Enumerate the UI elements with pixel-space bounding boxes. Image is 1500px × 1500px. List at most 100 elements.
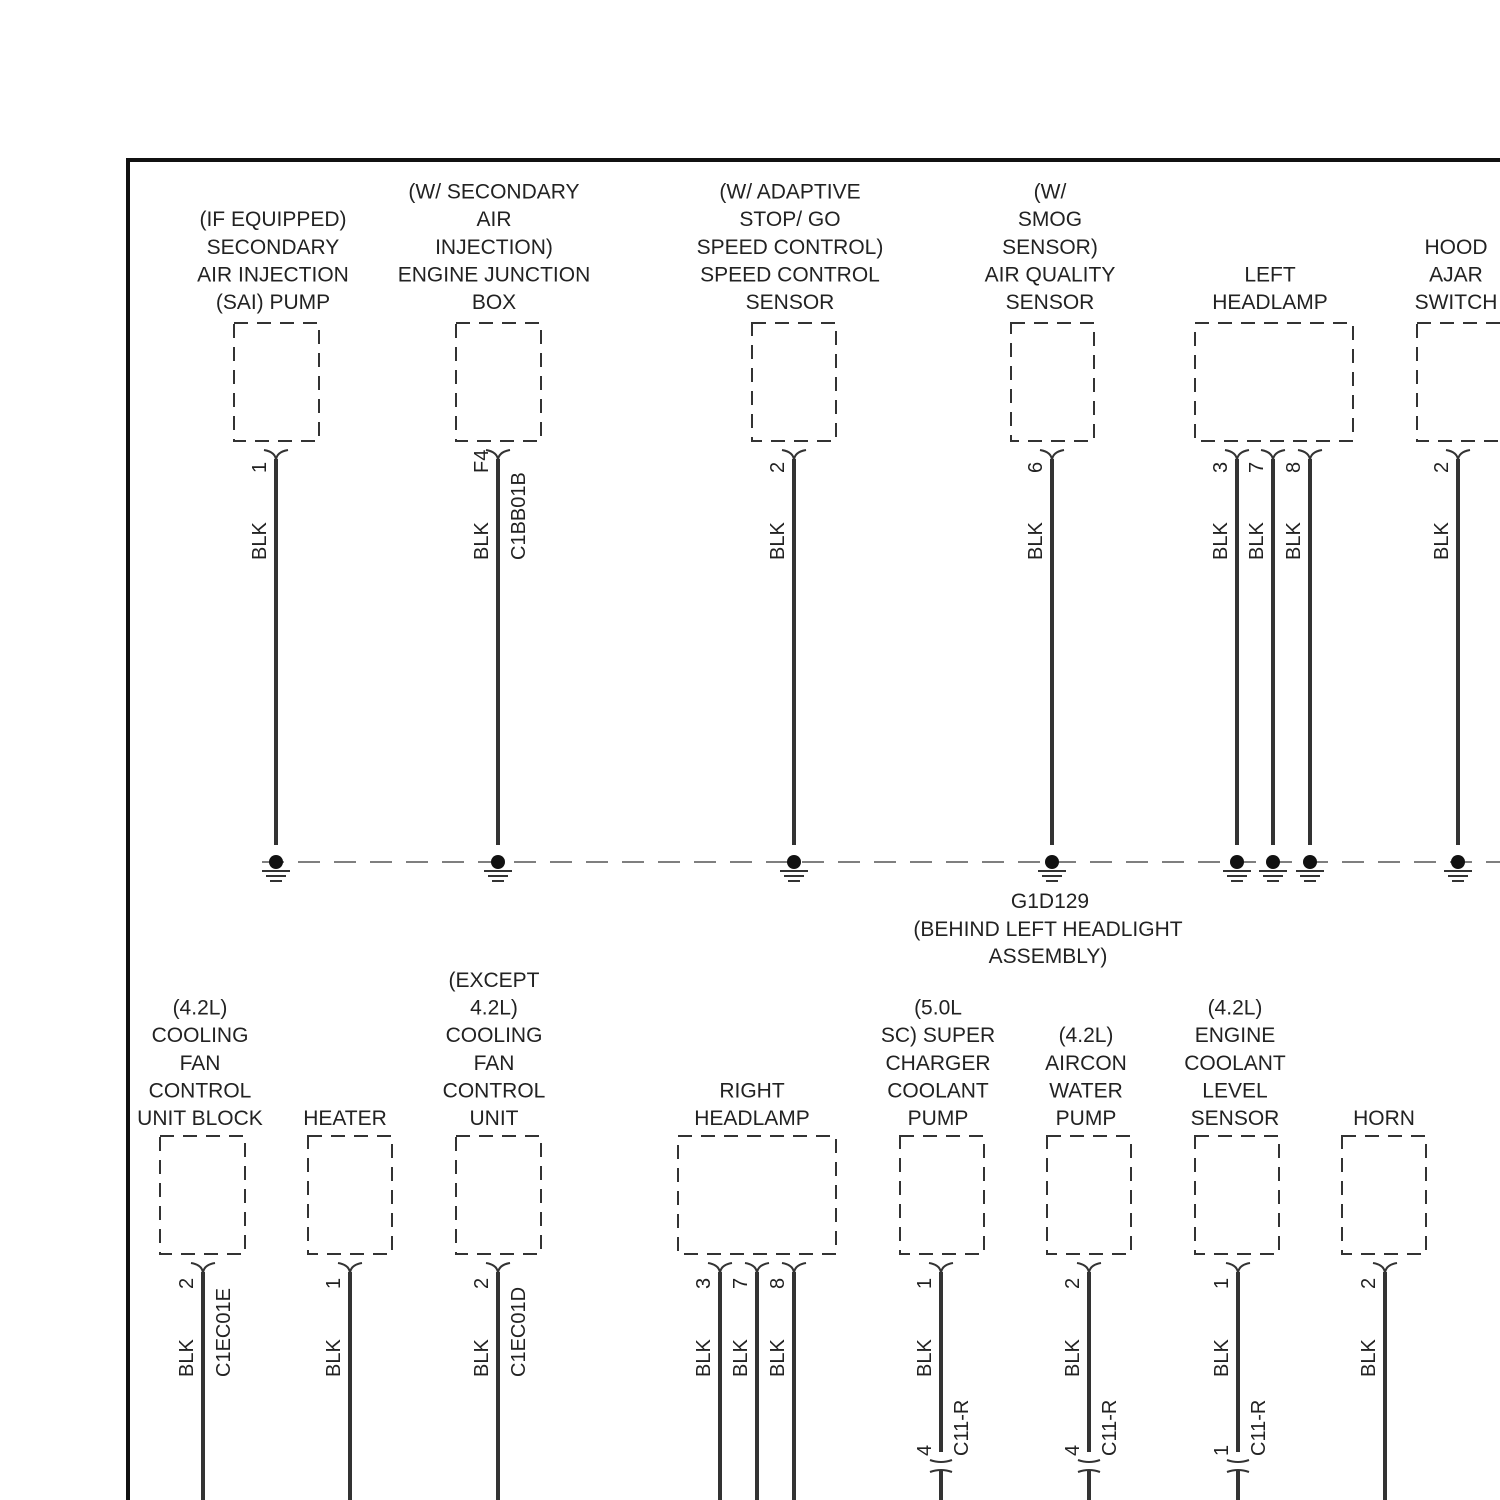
diagram-frame <box>128 160 1500 1500</box>
pin-number: 2 <box>176 1278 198 1289</box>
cooling-fan-control-unit-label-line-1: (EXCEPT <box>448 969 539 992</box>
wire-color-label: BLK <box>176 1339 198 1377</box>
wire-color-label: BLK <box>471 522 493 560</box>
sai-junction-box-label-line-5: BOX <box>472 291 516 314</box>
pin-number: 2 <box>1431 462 1453 473</box>
pin-number: 2 <box>1358 1278 1380 1289</box>
wire-color-label: BLK <box>1025 522 1047 560</box>
inline-connector-top <box>930 1460 952 1462</box>
horn-label-line-1: HORN <box>1353 1107 1415 1130</box>
inline-connector-top <box>1078 1460 1100 1462</box>
speed-control-sensor-label-line-2: STOP/ GO <box>739 208 840 231</box>
wire-color-label: BLK <box>249 522 271 560</box>
splice-dot <box>787 855 801 869</box>
sai-pump-label-line-4: (SAI) PUMP <box>216 291 330 314</box>
aircon-water-pump-label-line-3: WATER <box>1049 1079 1123 1102</box>
cooling-fan-control-unit-block-label-line-4: CONTROL <box>149 1079 252 1102</box>
wire-color-label: BLK <box>1431 522 1453 560</box>
horn-box <box>1342 1136 1426 1254</box>
wire-color-label: BLK <box>693 1339 715 1377</box>
heater-label-line-1: HEATER <box>303 1107 387 1130</box>
pin-number: F4 <box>471 450 493 473</box>
aircon-water-pump-label-line-1: (4.2L) <box>1059 1024 1114 1047</box>
splice-dot <box>1451 855 1465 869</box>
engine-coolant-level-sensor-label-line-5: SENSOR <box>1191 1107 1280 1130</box>
cooling-fan-control-unit-label-line-3: COOLING <box>446 1024 543 1047</box>
hood-ajar-switch-label-line-3: SWITCH <box>1415 291 1498 314</box>
left-headlamp-box <box>1195 323 1353 441</box>
ground-point-g1d129: G1D129 (BEHIND LEFT HEADLIGHT ASSEMBLY) <box>913 890 1182 968</box>
pin-number: 2 <box>767 462 789 473</box>
wire-color-label: BLK <box>1246 522 1268 560</box>
air-quality-sensor-box <box>1011 323 1094 441</box>
supercharger-coolant-pump-label-line-5: PUMP <box>908 1107 969 1130</box>
cooling-fan-control-unit-label-line-5: CONTROL <box>443 1079 546 1102</box>
pin-number: 6 <box>1025 462 1047 473</box>
left-headlamp-label-line-1: LEFT <box>1244 263 1296 286</box>
sai-junction-box-label-line-4: ENGINE JUNCTION <box>398 263 591 286</box>
air-quality-sensor-label-line-2: SMOG <box>1018 208 1082 231</box>
right-headlamp-label-line-2: HEADLAMP <box>694 1107 810 1130</box>
pin-number: 7 <box>730 1278 752 1289</box>
sai-junction-box-connector-label: C1BB01B <box>508 472 530 560</box>
air-quality-sensor-label-line-5: SENSOR <box>1006 291 1095 314</box>
aircon-water-pump-label-line-2: AIRCON <box>1045 1052 1127 1075</box>
supercharger-coolant-pump-box <box>900 1136 984 1254</box>
cooling-fan-control-unit-box <box>456 1136 541 1254</box>
engine-coolant-level-sensor-label-line-1: (4.2L) <box>1208 997 1263 1020</box>
cooling-fan-control-unit-block-label-line-3: FAN <box>180 1052 221 1075</box>
speed-control-sensor-box <box>752 323 836 441</box>
cooling-fan-control-unit-connector-label: C1EC01D <box>508 1287 530 1377</box>
pin-number: 2 <box>471 1278 493 1289</box>
hood-ajar-switch-box <box>1417 323 1500 441</box>
pin-number: 1 <box>914 1278 936 1289</box>
left-headlamp-label-line-2: HEADLAMP <box>1212 291 1328 314</box>
aircon-water-pump-box <box>1047 1136 1131 1254</box>
splice-dot <box>491 855 505 869</box>
cooling-fan-control-unit-label-line-4: FAN <box>474 1052 515 1075</box>
sai-junction-box-label-line-1: (W/ SECONDARY <box>408 181 579 204</box>
ground-location-line-2: ASSEMBLY) <box>989 945 1108 968</box>
air-quality-sensor-label-line-4: AIR QUALITY <box>985 263 1116 286</box>
pin-number: 7 <box>1246 462 1268 473</box>
pin-number: 1 <box>323 1278 345 1289</box>
hood-ajar-switch-label-line-1: HOOD <box>1425 236 1488 259</box>
cooling-fan-control-unit-block-label-line-1: (4.2L) <box>173 997 228 1020</box>
supercharger-coolant-pump-label-line-4: COOLANT <box>887 1079 989 1102</box>
inline-connector-label: C11-R <box>1099 1400 1121 1456</box>
inline-pin-number: 1 <box>1211 1445 1233 1456</box>
wire-color-label: BLK <box>1358 1339 1380 1377</box>
engine-coolant-level-sensor-label-line-4: LEVEL <box>1202 1079 1267 1102</box>
speed-control-sensor-label-line-1: (W/ ADAPTIVE <box>719 181 860 204</box>
pin-number: 1 <box>249 462 271 473</box>
engine-coolant-level-sensor-box <box>1195 1136 1279 1254</box>
supercharger-coolant-pump-label-line-1: (5.0L <box>914 997 962 1020</box>
air-quality-sensor-label-line-3: SENSOR) <box>1002 236 1098 259</box>
pin-number: 1 <box>1211 1278 1233 1289</box>
cooling-fan-control-unit-label-line-6: UNIT <box>470 1107 519 1130</box>
wire-color-label: BLK <box>914 1339 936 1377</box>
wire-color-label: BLK <box>767 522 789 560</box>
cooling-fan-control-unit-block-label-line-5: UNIT BLOCK <box>137 1107 263 1130</box>
pin-number: 8 <box>767 1278 789 1289</box>
